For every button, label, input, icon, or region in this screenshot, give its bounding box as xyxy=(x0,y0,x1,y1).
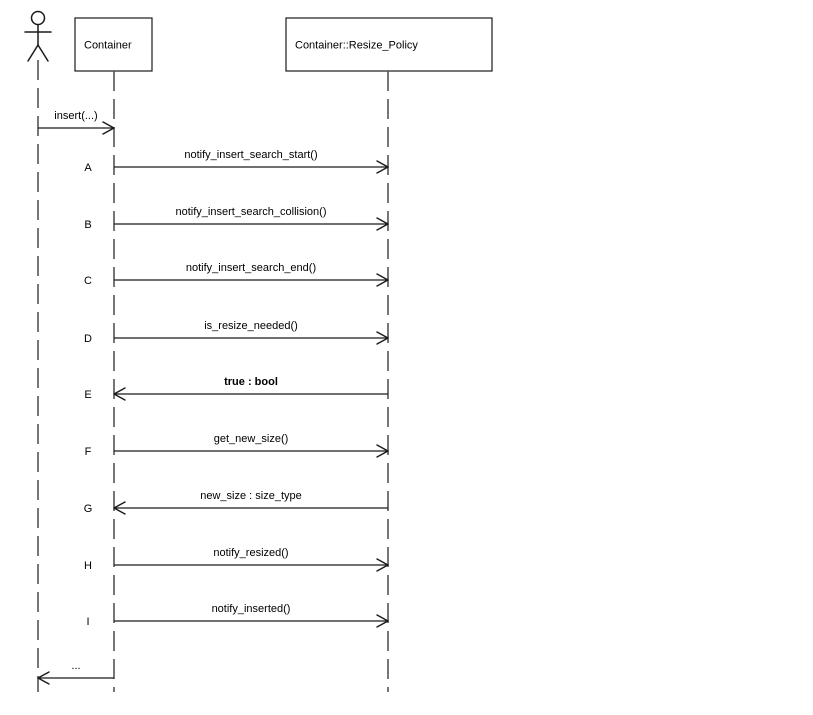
step-label-a: A xyxy=(84,162,92,174)
participant-label-resize_policy: Container::Resize_Policy xyxy=(295,40,418,52)
step-label-d: D xyxy=(84,333,92,345)
step-label-e: E xyxy=(84,389,91,401)
message-label: notify_insert_search_collision() xyxy=(175,206,326,218)
participant-label-container: Container xyxy=(84,40,132,52)
messages-layer: insert(...) notify_insert_search_start() A… xyxy=(37,110,389,685)
message-n10[interactable]: ... xyxy=(37,660,114,685)
message-arrowhead-icon xyxy=(113,387,126,401)
message-arrowhead-icon xyxy=(376,331,389,345)
step-label-b: B xyxy=(84,219,91,231)
message-arrowhead-icon xyxy=(376,160,389,174)
step-label-h: H xyxy=(84,560,92,572)
message-label: get_new_size() xyxy=(214,433,289,445)
message-arrowhead-icon xyxy=(37,671,50,685)
message-arrowhead-icon xyxy=(376,273,389,287)
message-label: is_resize_needed() xyxy=(204,320,298,332)
actor-leg-right-icon xyxy=(37,44,49,62)
message-i[interactable]: notify_inserted() I xyxy=(86,603,389,628)
participant-container[interactable]: Container xyxy=(74,17,153,692)
message-label: ... xyxy=(71,660,80,672)
participants-layer: Container Container::Resize_Policy xyxy=(37,17,493,692)
step-label-i: I xyxy=(86,616,89,628)
message-f[interactable]: get_new_size() F xyxy=(85,433,389,458)
message-a[interactable]: notify_insert_search_start() A xyxy=(84,149,389,174)
message-b[interactable]: notify_insert_search_collision() B xyxy=(84,206,389,231)
message-label: notify_inserted() xyxy=(212,603,291,615)
actor-head-icon xyxy=(30,10,46,26)
actor-leg-left-icon xyxy=(27,44,39,62)
message-label: new_size : size_type xyxy=(200,490,302,502)
message-n0[interactable]: insert(...) xyxy=(38,110,115,135)
participant-box-resize_policy[interactable] xyxy=(285,17,493,72)
step-label-f: F xyxy=(85,446,92,458)
message-label: notify_insert_search_start() xyxy=(184,149,317,161)
message-arrowhead-icon xyxy=(376,217,389,231)
message-arrowhead-icon xyxy=(376,558,389,572)
message-arrowhead-icon xyxy=(376,444,389,458)
actor-figure xyxy=(24,10,52,62)
participant-resize_policy[interactable]: Container::Resize_Policy xyxy=(285,17,493,692)
message-arrowhead-icon xyxy=(376,614,389,628)
message-label: notify_insert_search_end() xyxy=(186,262,316,274)
message-label: notify_resized() xyxy=(213,547,288,559)
step-label-g: G xyxy=(84,503,93,515)
message-arrowhead-icon xyxy=(102,121,115,135)
message-c[interactable]: notify_insert_search_end() C xyxy=(84,262,389,287)
step-label-c: C xyxy=(84,275,92,287)
message-label: insert(...) xyxy=(54,110,97,122)
message-d[interactable]: is_resize_needed() D xyxy=(84,320,389,345)
participant-box-container[interactable] xyxy=(74,17,153,72)
message-arrowhead-icon xyxy=(113,501,126,515)
message-h[interactable]: notify_resized() H xyxy=(84,547,389,572)
message-label: true : bool xyxy=(224,376,278,388)
